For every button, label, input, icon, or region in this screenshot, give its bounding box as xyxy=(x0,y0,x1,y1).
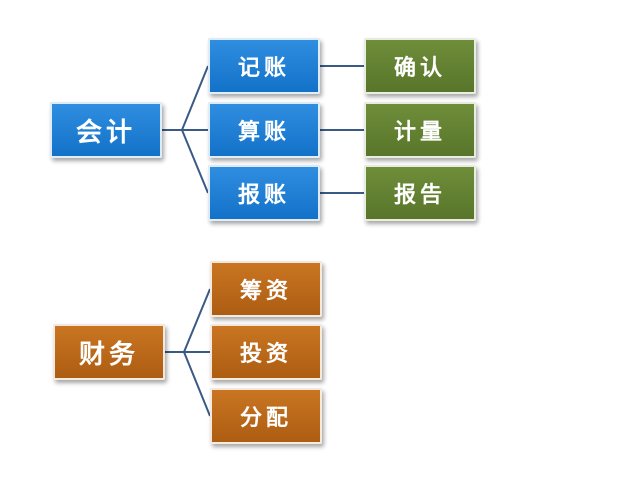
node-chouzi: 筹资 xyxy=(210,261,322,317)
node-baozhang: 报账 xyxy=(208,165,320,221)
connector-caiwu-chouzi xyxy=(165,288,211,353)
node-jizhang: 记账 xyxy=(208,38,320,94)
node-jiliang: 计量 xyxy=(364,102,476,158)
node-fenpei: 分配 xyxy=(210,388,322,444)
node-suanzhang: 算账 xyxy=(208,102,320,158)
node-kuaiji: 会计 xyxy=(50,102,162,158)
connector-kuaiji-baozhang xyxy=(162,129,209,194)
node-baogao: 报告 xyxy=(364,165,476,221)
node-caiwu: 财务 xyxy=(53,324,165,380)
connector-kuaiji-jizhang xyxy=(162,65,209,131)
connector-caiwu-fenpei xyxy=(165,351,211,417)
node-queren: 确认 xyxy=(364,38,476,94)
node-touzi: 投资 xyxy=(210,324,322,380)
